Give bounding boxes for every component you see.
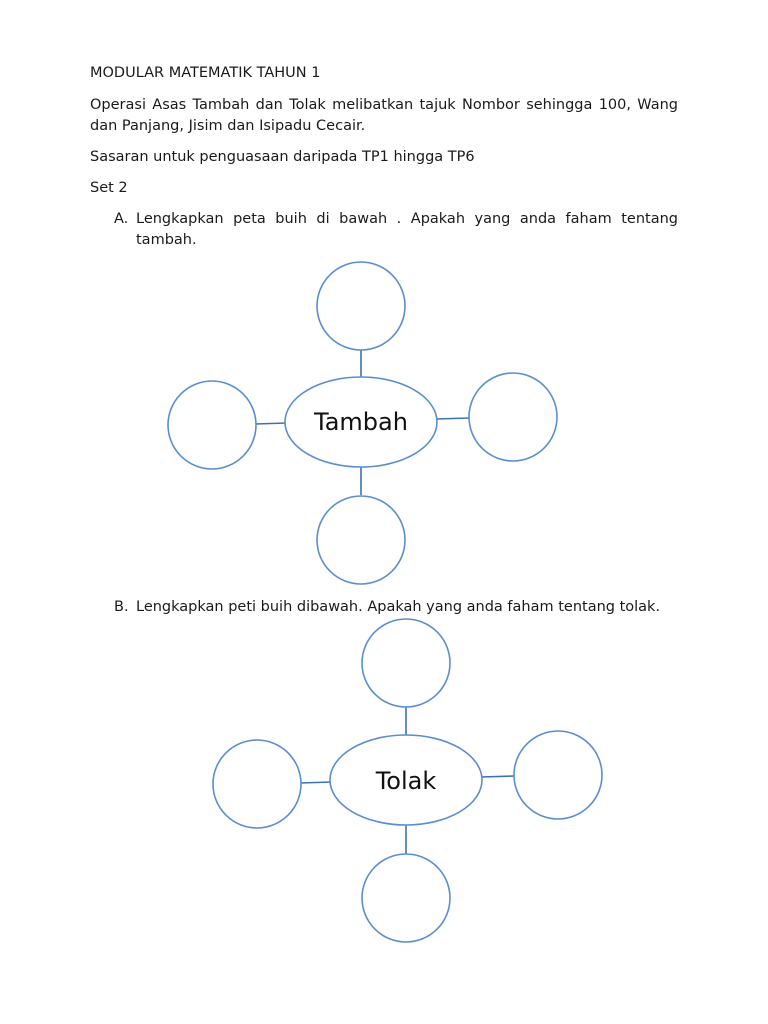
bubble-bottom[interactable] (361, 853, 451, 943)
connector-left (254, 422, 288, 425)
target-text: Sasaran untuk penguasaan daripada TP1 hi… (90, 149, 475, 165)
connector-right (435, 417, 471, 420)
section-b-marker: B. (114, 599, 129, 615)
bubble-right[interactable] (513, 730, 603, 820)
intro-line-1: Operasi Asas Tambah dan Tolak melibatkan… (90, 97, 678, 113)
set-label: Set 2 (90, 180, 128, 196)
section-a-instruction: Lengkapkan peta buih di bawah . Apakah y… (136, 209, 678, 251)
section-a-instruction-line-2: tambah. (136, 232, 197, 248)
document-heading: MODULAR MATEMATIK TAHUN 1 (90, 65, 321, 81)
center-label-tolak: Tolak (375, 767, 437, 795)
bubble-top[interactable] (316, 261, 406, 351)
bubble-top[interactable] (361, 618, 451, 708)
intro-line-2: dan Panjang, Jisim dan Isipadu Cecair. (90, 118, 366, 134)
center-bubble-tolak (329, 734, 483, 826)
center-label-tambah: Tambah (313, 408, 408, 436)
section-a-marker: A. (114, 211, 129, 227)
bubble-left[interactable] (167, 380, 257, 470)
bubble-bottom[interactable] (316, 495, 406, 585)
center-bubble-tambah (284, 376, 438, 468)
bubble-left[interactable] (212, 739, 302, 829)
intro-paragraph: Operasi Asas Tambah dan Tolak melibatkan… (90, 95, 678, 137)
section-a-instruction-line-1: Lengkapkan peta buih di bawah . Apakah y… (136, 211, 678, 227)
connector-left (299, 781, 333, 784)
section-b-instruction: Lengkapkan peti buih dibawah. Apakah yan… (136, 599, 661, 615)
bubble-right[interactable] (468, 372, 558, 462)
connector-right (480, 775, 516, 778)
